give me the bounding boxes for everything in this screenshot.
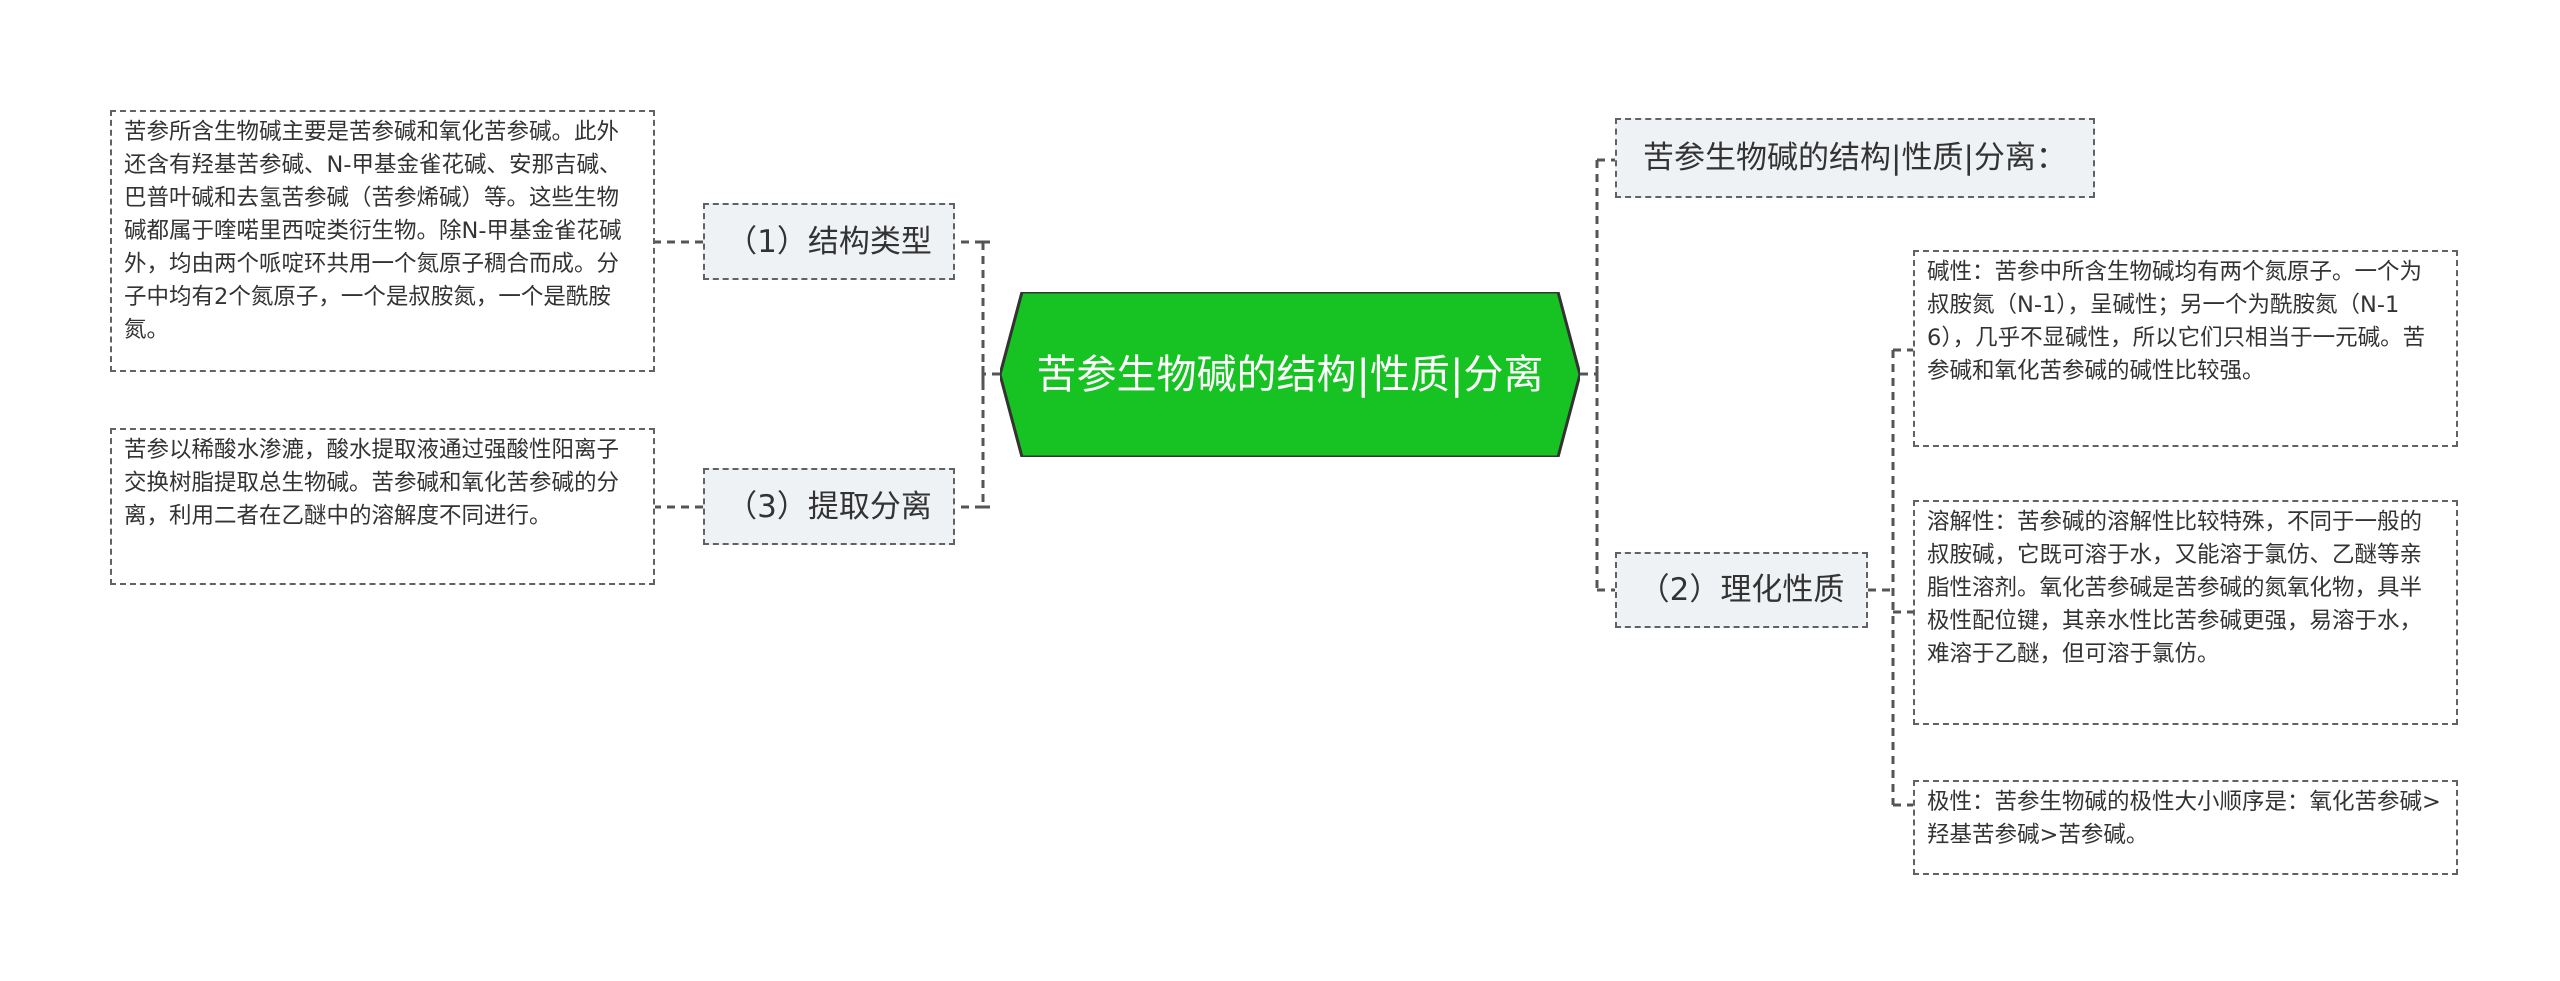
branch-structure-type-label: （1）结构类型 xyxy=(726,223,932,260)
leaf-basicity[interactable]: 碱性：苦参中所含生物碱均有两个氮原子。一个为叔胺氮（N-1），呈碱性；另一个为酰… xyxy=(1913,250,2458,447)
branch-heading-label: 苦参生物碱的结构|性质|分离： xyxy=(1643,140,2067,176)
leaf-extraction-detail[interactable]: 苦参以稀酸水渗漉，酸水提取液通过强酸性阳离子交换树脂提取总生物碱。苦参碱和氧化苦… xyxy=(110,428,655,585)
branch-properties[interactable]: （2）理化性质 xyxy=(1615,552,1868,628)
leaf-structure-text: 苦参所含生物碱主要是苦参碱和氧化苦参碱。此外还含有羟基苦参碱、N-甲基金雀花碱、… xyxy=(124,119,622,343)
branch-heading[interactable]: 苦参生物碱的结构|性质|分离： xyxy=(1615,118,2095,198)
leaf-polarity[interactable]: 极性：苦参生物碱的极性大小顺序是：氧化苦参碱>羟基苦参碱>苦参碱。 xyxy=(1913,780,2458,875)
branch-extraction[interactable]: （3）提取分离 xyxy=(703,468,955,545)
root-shape xyxy=(1000,292,1580,457)
leaf-extraction-text: 苦参以稀酸水渗漉，酸水提取液通过强酸性阳离子交换树脂提取总生物碱。苦参碱和氧化苦… xyxy=(124,437,620,529)
branch-properties-label: （2）理化性质 xyxy=(1638,572,1845,608)
leaf-structure-detail[interactable]: 苦参所含生物碱主要是苦参碱和氧化苦参碱。此外还含有羟基苦参碱、N-甲基金雀花碱、… xyxy=(110,110,655,372)
branch-extraction-label: （3）提取分离 xyxy=(726,488,932,525)
root-title: 苦参生物碱的结构|性质|分离 xyxy=(1036,351,1544,398)
leaf-basicity-text: 碱性：苦参中所含生物碱均有两个氮原子。一个为叔胺氮（N-1），呈碱性；另一个为酰… xyxy=(1927,259,2426,384)
root-node[interactable]: 苦参生物碱的结构|性质|分离 xyxy=(1000,292,1580,457)
branch-structure-type[interactable]: （1）结构类型 xyxy=(703,203,955,280)
leaf-polarity-text: 极性：苦参生物碱的极性大小顺序是：氧化苦参碱>羟基苦参碱>苦参碱。 xyxy=(1927,789,2441,848)
leaf-solubility-text: 溶解性：苦参碱的溶解性比较特殊，不同于一般的叔胺碱，它既可溶于水，又能溶于氯仿、… xyxy=(1927,509,2423,667)
leaf-solubility[interactable]: 溶解性：苦参碱的溶解性比较特殊，不同于一般的叔胺碱，它既可溶于水，又能溶于氯仿、… xyxy=(1913,500,2458,725)
